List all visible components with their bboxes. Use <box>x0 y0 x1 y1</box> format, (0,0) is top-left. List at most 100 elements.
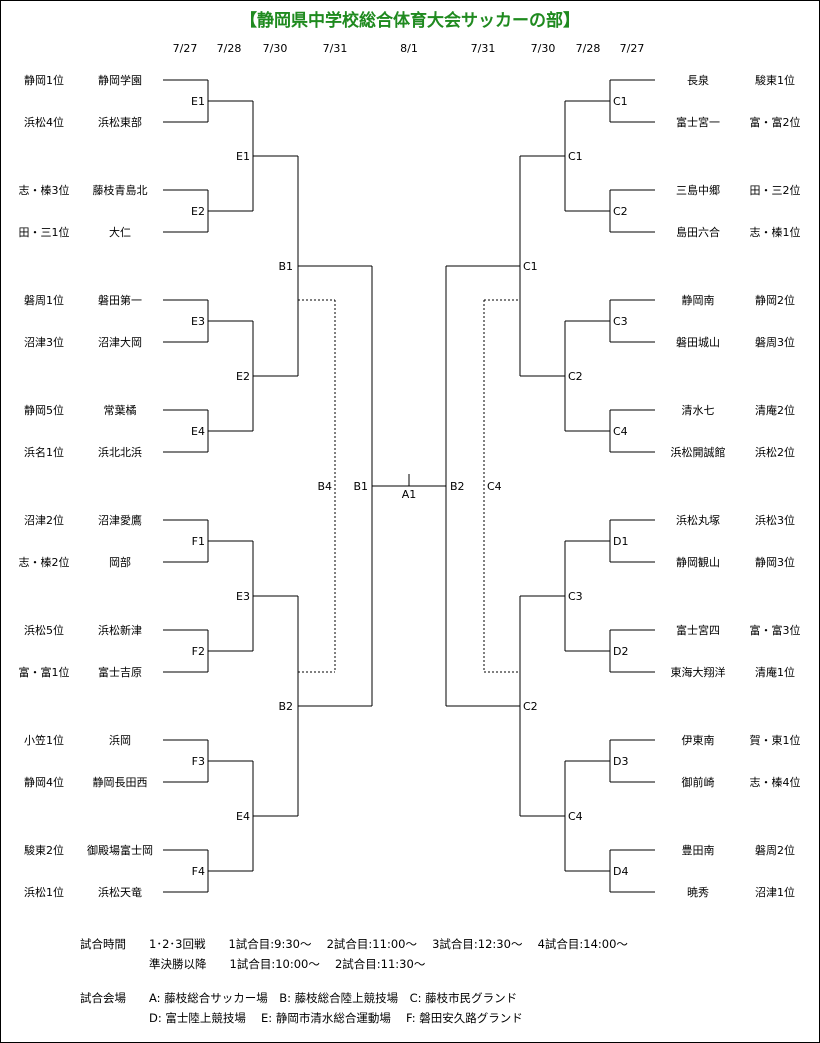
right-seed-label: 浜松3位 <box>755 513 795 527</box>
left-seed-label: 静岡5位 <box>24 403 64 417</box>
right-seed-label: 志・榛4位 <box>750 775 801 789</box>
left-school-label: 富士吉原 <box>98 665 142 679</box>
right-r1-match-label: D3 <box>613 755 628 768</box>
date-label: 7/30 <box>263 42 288 55</box>
left-seed-label: 磐周1位 <box>24 293 64 307</box>
right-seed-label: 清庵2位 <box>755 403 795 417</box>
left-r3-match-label: B1 <box>278 260 293 273</box>
venue-2: D: 富士陸上競技場 E: 静岡市清水総合運動場 F: 磐田安久路グランド <box>149 1011 523 1025</box>
right-school-label: 浜松丸塚 <box>676 513 720 527</box>
left-r1-match-label: E4 <box>191 425 205 438</box>
time-r123: 1･2･3回戦 1試合目:9:30～ 2試合目:11:00～ 3試合目:12:3… <box>149 937 628 951</box>
left-school-label: 岡部 <box>109 555 131 569</box>
venue-row-2: D: 富士陸上競技場 E: 静岡市清水総合運動場 F: 磐田安久路グランド <box>80 1008 628 1028</box>
right-seed-label: 賀・東1位 <box>750 733 801 747</box>
right-seed-label: 沼津1位 <box>755 885 795 899</box>
left-school-label: 静岡学園 <box>98 73 142 87</box>
right-seed-label: 静岡3位 <box>755 555 795 569</box>
left-seed-label: 小笠1位 <box>24 733 64 747</box>
right-school-label: 富士宮一 <box>676 115 720 129</box>
date-label: 7/27 <box>173 42 198 55</box>
left-r2-match-label: E4 <box>236 810 250 823</box>
date-label: 7/31 <box>323 42 348 55</box>
right-school-label: 富士宮四 <box>676 623 720 637</box>
right-school-label: 清水七 <box>682 404 715 417</box>
left-sf-match-label: B1 <box>353 480 368 493</box>
left-r1-match-label: F2 <box>192 645 205 658</box>
left-seed-label: 浜松5位 <box>24 623 64 637</box>
right-school-label: 島田六合 <box>676 225 720 239</box>
right-r1-match-label: C2 <box>613 205 628 218</box>
right-school-label: 静岡南 <box>682 293 715 307</box>
left-seed-label: 浜松4位 <box>24 115 64 129</box>
right-school-label: 長泉 <box>687 73 709 87</box>
right-seed-label: 浜松2位 <box>755 445 795 459</box>
right-sf-match-label: B2 <box>450 480 465 493</box>
date-label: 7/28 <box>217 42 242 55</box>
left-school-label: 藤枝青島北 <box>93 183 148 197</box>
right-seed-label: 駿東1位 <box>755 73 795 87</box>
final-match-label: A1 <box>402 488 417 501</box>
date-label: 7/27 <box>620 42 645 55</box>
right-school-label: 豊田南 <box>682 844 715 857</box>
right-r1-match-label: C3 <box>613 315 628 328</box>
left-school-label: 大仁 <box>109 225 131 239</box>
left-r1-match-label: E2 <box>191 205 205 218</box>
left-seed-label: 富・富1位 <box>19 665 70 679</box>
right-r1-match-label: D1 <box>613 535 628 548</box>
right-r2-match-label: C1 <box>568 150 583 163</box>
right-r1-match-label: C1 <box>613 95 628 108</box>
left-r1-match-label: F1 <box>192 535 205 548</box>
time-sf: 準決勝以降 1試合目:10:00～ 2試合目:11:30～ <box>149 957 426 971</box>
date-label: 8/1 <box>400 42 418 55</box>
right-r1-match-label: C4 <box>613 425 628 438</box>
right-r1-match-label: D4 <box>613 865 628 878</box>
right-r2-match-label: C2 <box>568 370 583 383</box>
right-seed-label: 富・富3位 <box>750 623 801 637</box>
venue-row-1: 試合会場 A: 藤枝総合サッカー場 B: 藤枝総合陸上競技場 C: 藤枝市民グラ… <box>80 988 628 1008</box>
left-seed-label: 駿東2位 <box>24 843 64 857</box>
left-school-label: 浜松東部 <box>98 115 142 129</box>
date-label: 7/28 <box>576 42 601 55</box>
left-seed-label: 田・三1位 <box>19 225 70 239</box>
left-r1-match-label: E3 <box>191 315 205 328</box>
left-r2-match-label: E3 <box>236 590 250 603</box>
right-r3-match-label: C2 <box>523 700 538 713</box>
left-seed-label: 志・榛2位 <box>19 555 70 569</box>
right-seed-label: 清庵1位 <box>755 665 795 679</box>
right-r2-match-label: C4 <box>568 810 583 823</box>
right-school-label: 御前崎 <box>682 775 715 789</box>
right-school-label: 伊東南 <box>682 734 715 747</box>
right-r2-match-label: C3 <box>568 590 583 603</box>
time-row-2: 準決勝以降 1試合目:10:00～ 2試合目:11:30～ <box>80 954 628 974</box>
right-school-label: 浜松開誠館 <box>671 445 726 459</box>
time-label: 試合時間 <box>80 937 126 951</box>
left-school-label: 浜北北浜 <box>98 446 142 459</box>
left-r3-match-label: B2 <box>278 700 293 713</box>
left-r1-match-label: F3 <box>192 755 205 768</box>
left-school-label: 静岡長田西 <box>93 775 148 789</box>
left-seed-label: 沼津3位 <box>24 335 64 349</box>
left-seed-label: 浜名1位 <box>24 445 64 459</box>
left-r1-match-label: E1 <box>191 95 205 108</box>
left-seed-label: 浜松1位 <box>24 885 64 899</box>
right-seed-label: 静岡2位 <box>755 293 795 307</box>
left-third-match-label: B4 <box>317 480 332 493</box>
time-row-1: 試合時間 1･2･3回戦 1試合目:9:30～ 2試合目:11:00～ 3試合目… <box>80 934 628 954</box>
venue-1: A: 藤枝総合サッカー場 B: 藤枝総合陸上競技場 C: 藤枝市民グランド <box>149 991 518 1005</box>
date-label: 7/30 <box>531 42 556 55</box>
left-seed-label: 沼津2位 <box>24 513 64 527</box>
right-third-match-label: C4 <box>487 480 502 493</box>
page-title: 【静岡県中学校総合体育大会サッカーの部】 <box>240 11 580 31</box>
left-school-label: 御殿場富士岡 <box>87 843 153 857</box>
right-seed-label: 富・富2位 <box>750 115 801 129</box>
left-school-label: 沼津愛鷹 <box>98 513 142 527</box>
right-school-label: 東海大翔洋 <box>671 665 726 679</box>
notes-spacer <box>80 974 628 988</box>
left-seed-label: 静岡4位 <box>24 775 64 789</box>
left-school-label: 磐田第一 <box>98 293 142 307</box>
right-seed-label: 磐周2位 <box>755 843 795 857</box>
left-school-label: 浜岡 <box>109 734 131 747</box>
right-r3-match-label: C1 <box>523 260 538 273</box>
